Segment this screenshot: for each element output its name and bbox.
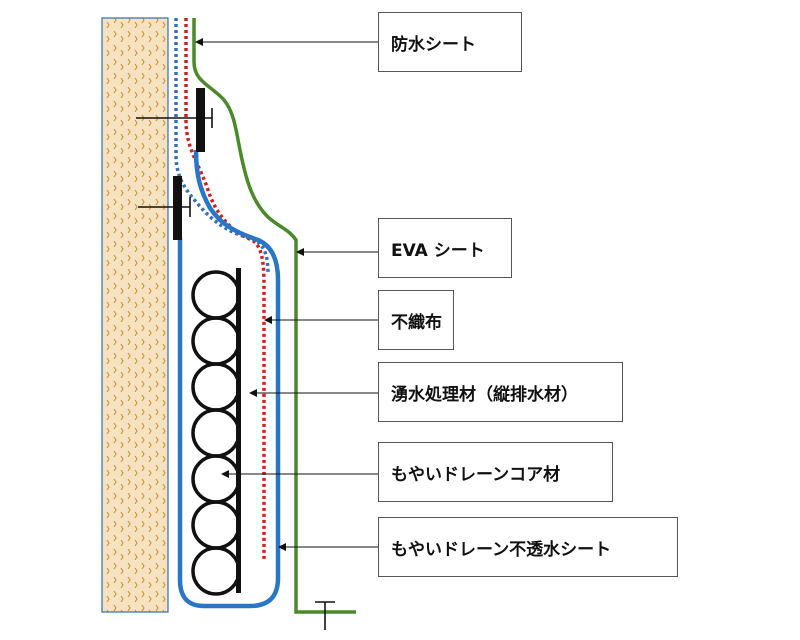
anchor-plate-upper (196, 88, 205, 152)
anchor-plate-lower (173, 176, 182, 240)
nonwoven-line-wall-side (174, 18, 270, 276)
drain-core-pipe (191, 546, 241, 596)
concrete-wall (101, 17, 169, 613)
label-drainage-material: 湧水処理材（縦排水材） (378, 362, 623, 422)
drain-core-pipe (191, 408, 241, 458)
drain-core-pipe (191, 454, 241, 504)
drain-core-pipes (191, 270, 241, 596)
drain-core-pipe (191, 362, 241, 412)
label-eva-sheet: EVA シート (378, 218, 512, 278)
drain-core-pipe (191, 316, 241, 366)
drain-core-pipe (191, 270, 241, 320)
eva-sheet-line (192, 18, 356, 614)
drain-core-pipe (191, 500, 241, 550)
label-nonwoven-fabric: 不織布 (378, 290, 454, 350)
label-drain-core: もやいドレーンコア材 (378, 442, 613, 502)
waterproof-sheet-line (184, 18, 266, 560)
label-waterproof-sheet: 防水シート (378, 12, 522, 72)
label-impermeable-sheet: もやいドレーン不透水シート (378, 517, 678, 577)
impermeable-sheet-line (177, 149, 281, 609)
drain-core-plate (236, 268, 241, 593)
